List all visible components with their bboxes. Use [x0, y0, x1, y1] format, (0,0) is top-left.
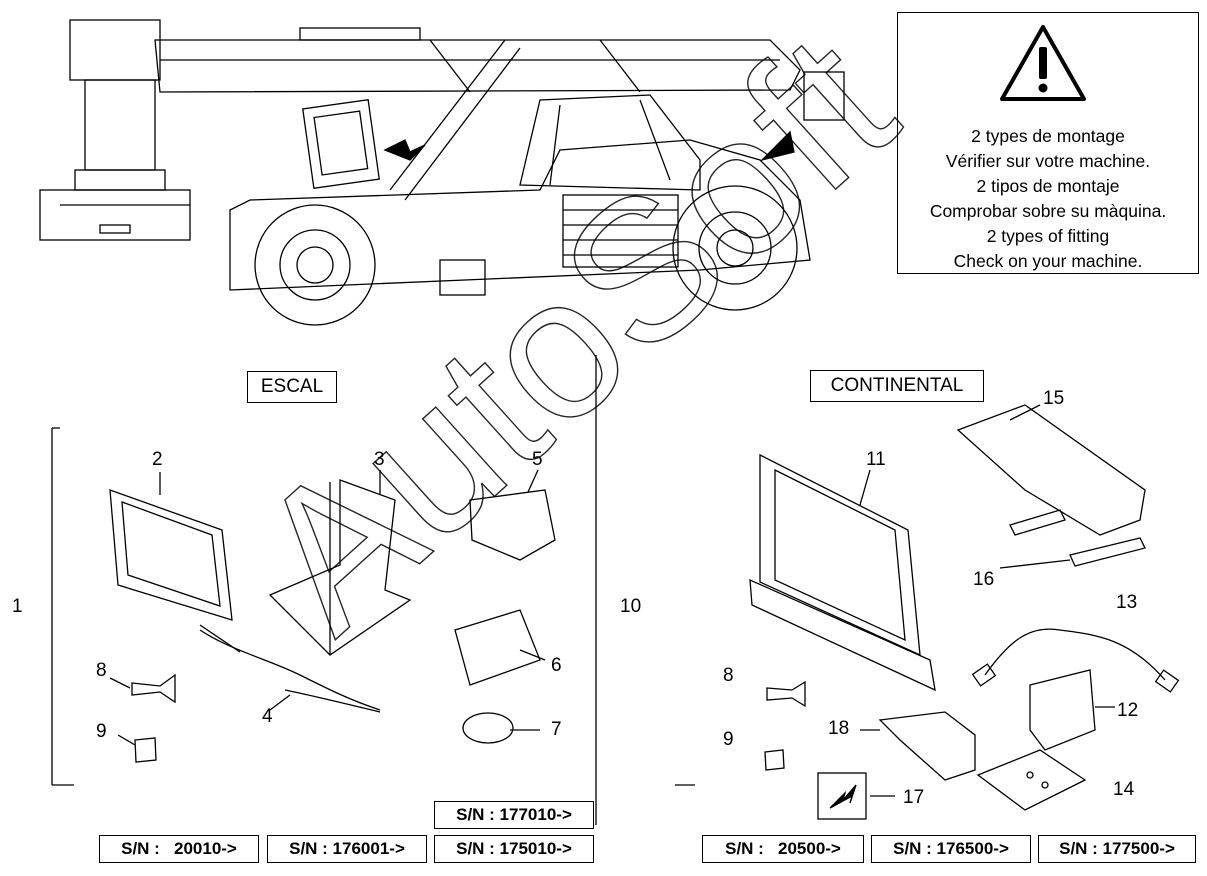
escal-key-8	[131, 673, 176, 704]
continental-rails-16	[999, 509, 1146, 569]
escal-cable-4	[269, 689, 381, 713]
callout-8-continental: 8	[723, 665, 734, 686]
callout-17: 17	[903, 787, 925, 808]
warning-panel: 2 types de montage Vérifier sur votre ma…	[897, 12, 1199, 274]
escal-block-9	[134, 737, 157, 763]
callout-16: 16	[973, 569, 995, 590]
callout-14: 14	[1113, 779, 1135, 800]
escal-clamp-7	[462, 712, 540, 744]
reach-stacker-illustration	[39, 19, 845, 326]
callout-9-continental: 9	[723, 729, 734, 750]
warning-line: 2 types of fitting	[986, 226, 1110, 246]
callout-6: 6	[551, 655, 562, 676]
serial-box-top-left: S/N : 177010->	[434, 801, 594, 829]
warning-line: 2 types de montage	[971, 126, 1125, 146]
continental-key-8	[766, 680, 806, 708]
continental-monitor-11	[749, 453, 936, 692]
callout-7: 7	[551, 719, 562, 740]
callout-15: 15	[1043, 388, 1065, 409]
callout-9: 9	[96, 721, 107, 742]
continental-camera-12	[1029, 669, 1115, 751]
callout-13: 13	[1116, 592, 1138, 613]
callout-8: 8	[96, 660, 107, 681]
warning-line: 2 tipos de montaje	[976, 176, 1120, 196]
serial-box: S/N : 177500->	[1038, 835, 1196, 863]
callout-2: 2	[152, 449, 163, 470]
warning-text: 2 types de montage Vérifier sur votre ma…	[898, 124, 1198, 274]
continental-cable-13	[971, 628, 1180, 693]
warning-line: Check on your machine.	[953, 251, 1143, 271]
serial-box: S/N : 176001->	[267, 835, 427, 863]
serial-box: S/N : 20010->	[99, 835, 259, 863]
section-title-continental: CONTINENTAL	[810, 370, 984, 402]
continental-block-9	[764, 749, 785, 771]
continental-arrow-17	[817, 772, 895, 820]
callout-4: 4	[262, 706, 273, 727]
escal-monitor-2	[109, 472, 381, 711]
callout-18: 18	[828, 718, 850, 739]
callout-3: 3	[374, 449, 385, 470]
escal-bracket-6	[454, 609, 546, 686]
callout-12: 12	[1117, 700, 1139, 721]
serial-box: S/N : 175010->	[434, 835, 594, 863]
callout-11: 11	[866, 449, 886, 470]
warning-line: Vérifier sur votre machine.	[945, 151, 1151, 171]
serial-box: S/N : 20500->	[702, 835, 864, 863]
continental-bracket-15	[956, 404, 1146, 536]
callout-10: 10	[620, 596, 642, 617]
escal-bracket-3	[268, 470, 412, 656]
callout-5: 5	[532, 449, 543, 470]
escal-camera-5	[469, 469, 556, 561]
continental-bracket-18	[860, 711, 976, 781]
warning-line: Comprobar sobre su màquina.	[929, 201, 1167, 221]
serial-box: S/N : 176500->	[871, 835, 1031, 863]
warning-triangle-icon	[1000, 25, 1086, 101]
continental-plate-14	[976, 749, 1087, 811]
section-title-escal: ESCAL	[247, 371, 337, 403]
callout-1: 1	[12, 596, 23, 617]
